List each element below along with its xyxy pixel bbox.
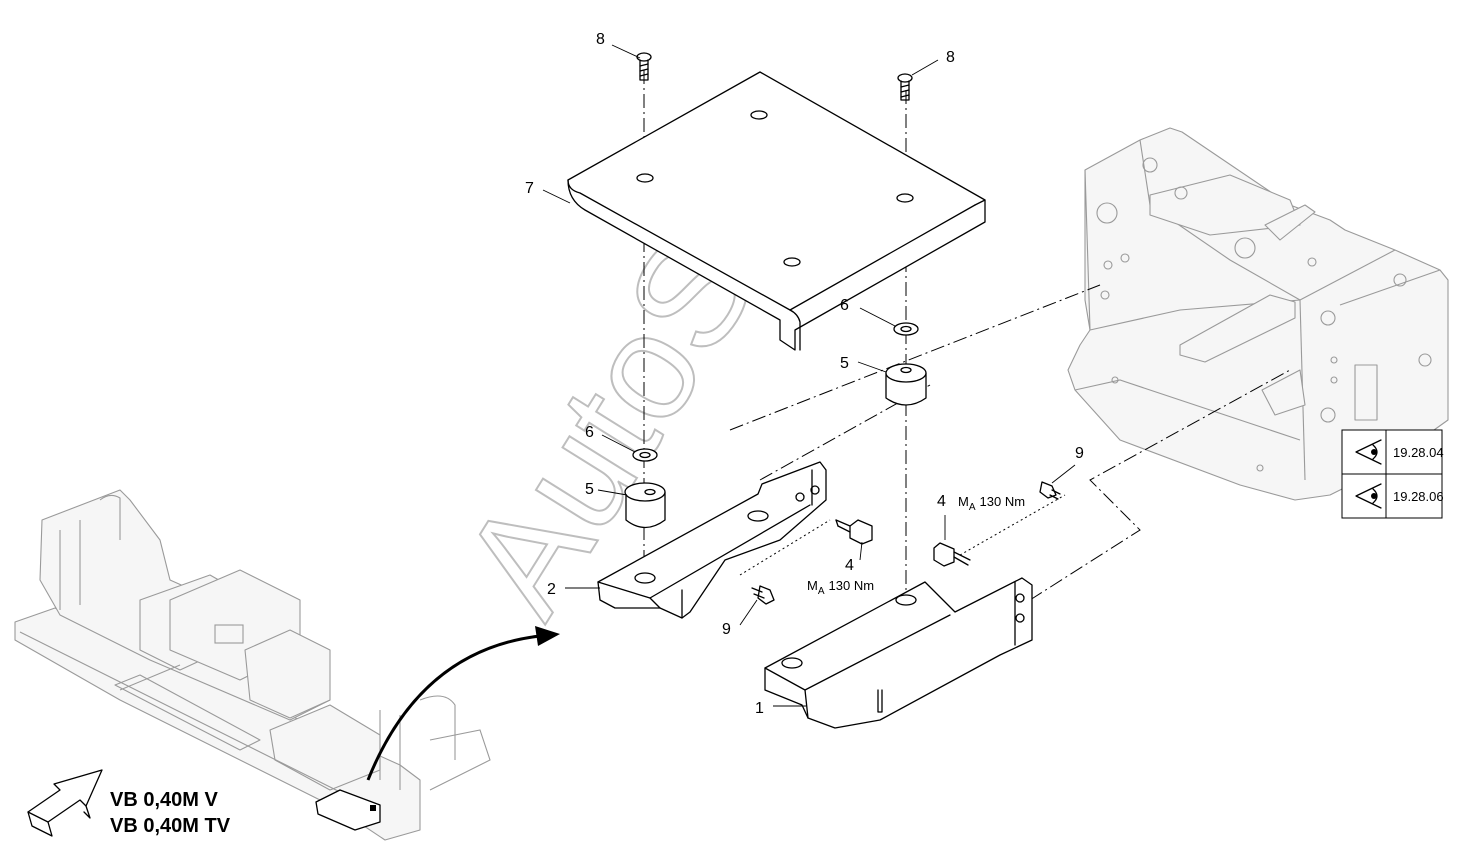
callout-4-left: 4 [845,557,854,574]
callout-5-left: 5 [585,481,594,498]
callout-8-left: 8 [596,31,605,48]
reference-2: 19.28.06 [1393,489,1444,504]
eye-icon [1355,483,1382,509]
callout-9-left: 9 [722,621,731,638]
bolt-4-left [835,519,873,545]
callout-5-right: 5 [840,355,849,372]
washer-6-right [893,322,919,336]
callout-6-right: 6 [840,297,849,314]
callout-7: 7 [525,180,534,197]
paver-frame [1067,127,1449,501]
callout-9-right: 9 [1075,445,1084,462]
model-label-2: VB 0,40M TV [110,815,231,837]
rubber-mount-5-right [885,363,927,406]
reference-1: 19.28.04 [1393,445,1444,460]
rubber-mount-5-left [624,482,666,529]
eye-icon [1355,439,1382,465]
direction-arrow-icon [27,769,103,837]
screw-8-right [897,73,913,101]
bolt-4-right [933,542,971,567]
callout-6-left: 6 [585,424,594,441]
reference-table: 19.28.04 19.28.06 [1341,429,1444,519]
bolt-9-left [751,585,775,605]
bracket-2 [597,461,827,619]
callout-2: 2 [547,581,556,598]
callout-8-right: 8 [946,49,955,66]
leader-lines [542,44,1076,707]
washer-6-left [632,448,658,462]
screw-8-left [636,52,652,81]
bolt-9-right [1039,481,1061,500]
cover-plate [567,71,986,351]
bracket-1 [764,577,1033,729]
paver-overview [14,489,491,841]
model-label-1: VB 0,40M V [110,789,218,811]
highlighted-part [315,789,381,831]
callout-1: 1 [755,700,764,717]
arrow-icon [366,626,560,781]
callout-4-right: 4 [937,493,946,510]
